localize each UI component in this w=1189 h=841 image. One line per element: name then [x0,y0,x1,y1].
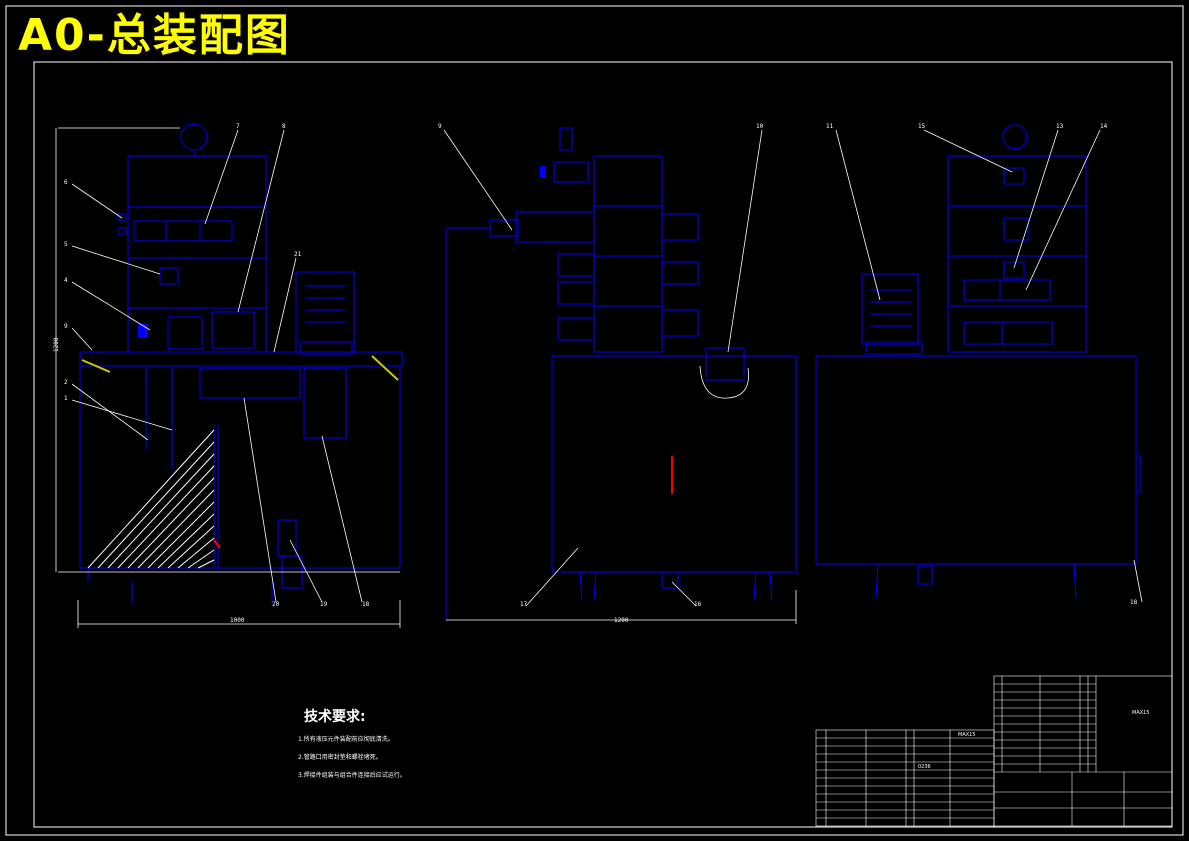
title-block-text: MAX15 MAX15 0236 [918,710,1150,770]
right-view-leaders [835,129,1143,603]
svg-text:13: 13 [1056,123,1064,130]
svg-text:1: 1 [64,395,68,402]
svg-text:7: 7 [236,123,240,130]
svg-text:2: 2 [64,379,68,386]
left-view-leaders [55,127,401,628]
left-view [79,123,403,604]
right-view-labels: 11 15 13 14 18 [826,123,1138,606]
qty-text: 0236 [918,764,931,770]
inner-border [33,61,1173,828]
middle-view-leaders [443,129,797,624]
svg-text:18: 18 [1130,599,1138,606]
drawing-title: A0-总装配图 [18,10,291,61]
tech-requirement-item: 1.所有液压元件装配前应彻底清洗。 [298,736,394,743]
left-view-hatch [87,429,215,569]
right-view [815,124,1141,599]
svg-text:1200: 1200 [53,337,60,352]
svg-text:4: 4 [64,277,68,284]
svg-text:9: 9 [64,323,68,330]
tech-requirements-heading: 技术要求: [304,709,366,725]
tech-requirement-item: 2.管路口用密封垫和螺栓堵死。 [298,754,382,761]
middle-view-accents [540,166,749,494]
svg-text:9: 9 [438,123,442,130]
svg-text:5: 5 [64,241,68,248]
svg-text:16: 16 [694,601,702,608]
svg-text:17: 17 [520,601,528,608]
outer-border [5,5,1184,836]
svg-text:6: 6 [64,179,68,186]
svg-text:10: 10 [756,123,764,130]
svg-text:15: 15 [918,123,926,130]
svg-text:8: 8 [282,123,286,130]
svg-text:19: 19 [320,601,328,608]
svg-text:20: 20 [272,601,280,608]
svg-text:1000: 1000 [230,617,245,624]
svg-text:18: 18 [362,601,370,608]
svg-text:1200: 1200 [614,617,629,624]
svg-text:21: 21 [294,251,302,258]
middle-view [445,127,797,620]
middle-view-labels: 9 10 17 16 1200 [438,123,764,624]
parts-list [815,729,995,827]
title-block [993,675,1173,827]
tech-requirements: 技术要求: 1.所有液压元件装配前应彻底清洗。 2.管路口用密封垫和螺栓堵死。 … [298,706,410,780]
tech-requirement-item: 3.焊接件组装与组合件连接后应试运行。 [298,772,406,779]
svg-text:11: 11 [826,123,834,130]
model-text-2: MAX15 [958,732,976,738]
svg-text:14: 14 [1100,123,1108,130]
left-view-accents [81,324,399,549]
model-text: MAX15 [1132,710,1150,716]
